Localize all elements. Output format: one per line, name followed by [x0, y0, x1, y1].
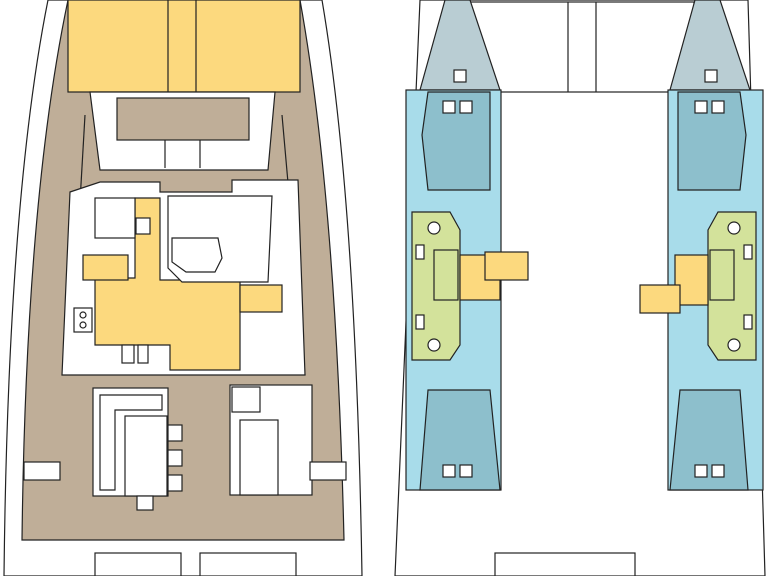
aft-bench [239, 419, 279, 496]
stool [167, 474, 183, 492]
fridge [121, 344, 135, 364]
washbasin [743, 314, 753, 330]
stove-cooktop [73, 307, 93, 333]
side-step [309, 461, 347, 481]
side-step [23, 461, 61, 481]
port-stairs [484, 251, 529, 281]
port-fwd-berth [421, 91, 491, 191]
transom-step [494, 552, 636, 576]
hull-level-plan [394, 0, 766, 576]
washbasin [743, 244, 753, 260]
starboard-aft-berth [669, 389, 749, 491]
flybridge-sunbed [67, 0, 301, 93]
stool [136, 495, 154, 511]
starboard-stairs [639, 284, 681, 314]
shower-tray [433, 249, 459, 301]
starboard-fwd-berth [677, 91, 747, 191]
toilet [427, 221, 441, 235]
cockpit-table [124, 415, 168, 497]
toilet [427, 338, 441, 352]
hatch [704, 69, 718, 83]
stairs-right-hull [239, 284, 283, 313]
helm-roof [116, 97, 250, 141]
hatch [694, 464, 708, 478]
shower-tray [709, 249, 735, 301]
hatch [711, 464, 725, 478]
transom-step [199, 552, 297, 576]
galley-counter [94, 197, 136, 239]
stool [167, 449, 183, 467]
hatch [711, 100, 725, 114]
stairs-left-hull [82, 254, 129, 281]
salon-table [171, 237, 223, 273]
hatch [694, 100, 708, 114]
hatch [459, 100, 473, 114]
hatch [459, 464, 473, 478]
fridge [137, 344, 149, 364]
washbasin [415, 244, 425, 260]
saloon-outline [469, 1, 695, 93]
transom-step [94, 552, 182, 576]
hatch [442, 100, 456, 114]
deck-level-plan [3, 0, 363, 576]
port-aft-berth [419, 389, 501, 491]
aft-steps [231, 386, 261, 413]
starboard-companionway [674, 254, 709, 306]
toilet [727, 338, 741, 352]
sink [135, 217, 151, 235]
burner [79, 321, 87, 329]
hatch [453, 69, 467, 83]
toilet [727, 221, 741, 235]
stool [167, 424, 183, 442]
burner [79, 311, 87, 319]
hatch [442, 464, 456, 478]
washbasin [415, 314, 425, 330]
cockpit-bench [99, 394, 163, 491]
